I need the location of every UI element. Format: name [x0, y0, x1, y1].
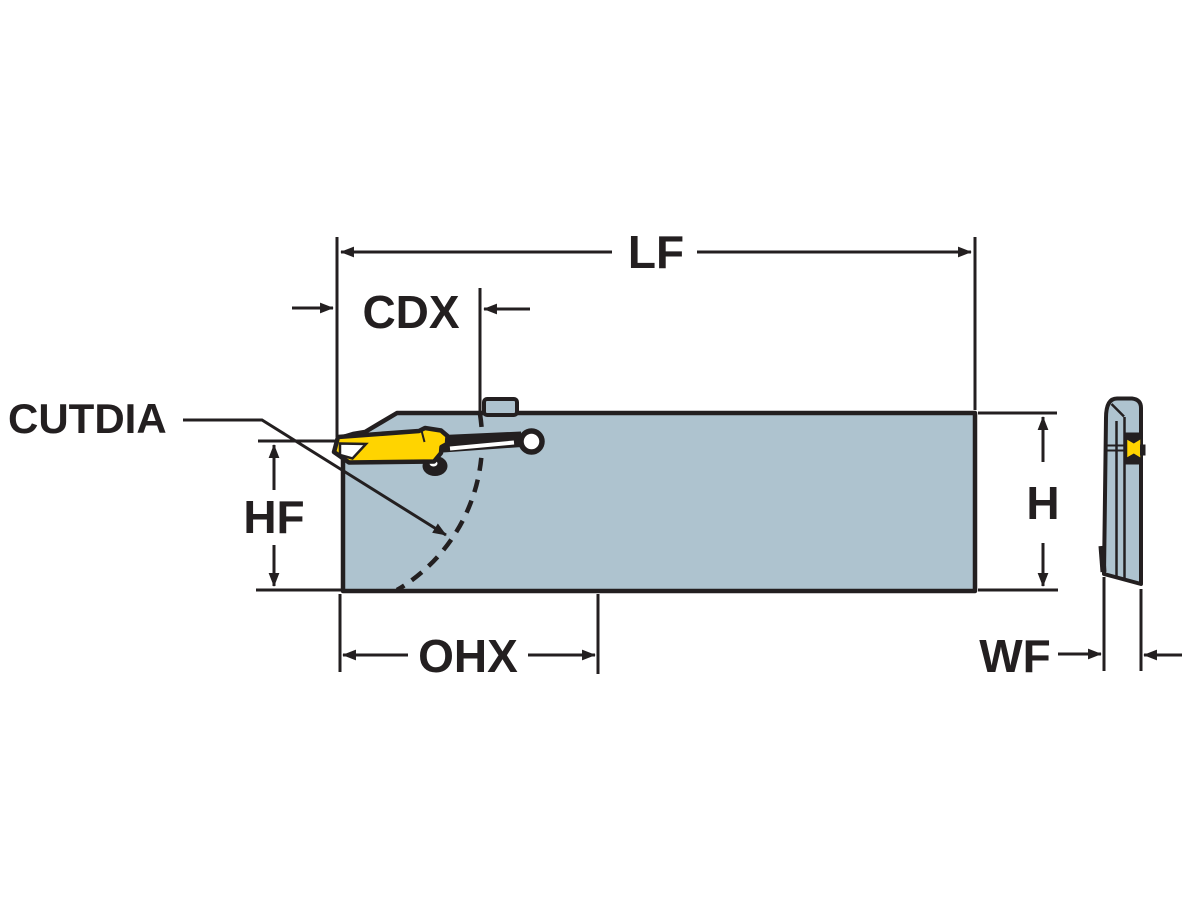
front-view: [183, 397, 978, 594]
dim-label-cdx: CDX: [362, 286, 459, 338]
insert-clamp-assembly: [331, 425, 545, 476]
insert: [331, 425, 450, 465]
top-pin: [482, 397, 519, 417]
side-clamp-top: [1125, 432, 1142, 444]
blade-outline: [1102, 396, 1143, 586]
dim-h: H: [978, 411, 1060, 592]
dim-label-wf: WF: [979, 630, 1051, 682]
dim-lf: LF: [335, 226, 977, 437]
cutdia-leader-arrow: [183, 418, 447, 537]
dim-label-hf: HF: [243, 491, 304, 543]
side-clamp-bottom: [1125, 453, 1142, 465]
side-view: [1098, 396, 1146, 586]
dim-label-lf: LF: [628, 226, 684, 278]
dim-label-ohx: OHX: [418, 630, 518, 682]
dim-hf: HF: [243, 439, 341, 592]
dim-label-cutdia: CUTDIA: [8, 395, 167, 442]
dim-cdx: CDX: [292, 286, 530, 411]
clamp-screw-hole: [518, 428, 545, 455]
dim-ohx: OHX: [338, 594, 600, 682]
dim-label-h: H: [1026, 477, 1059, 529]
side-insert-nub: [1140, 444, 1146, 456]
dim-wf: WF: [979, 577, 1182, 682]
insert-chipbreaker-notch: [338, 442, 369, 460]
